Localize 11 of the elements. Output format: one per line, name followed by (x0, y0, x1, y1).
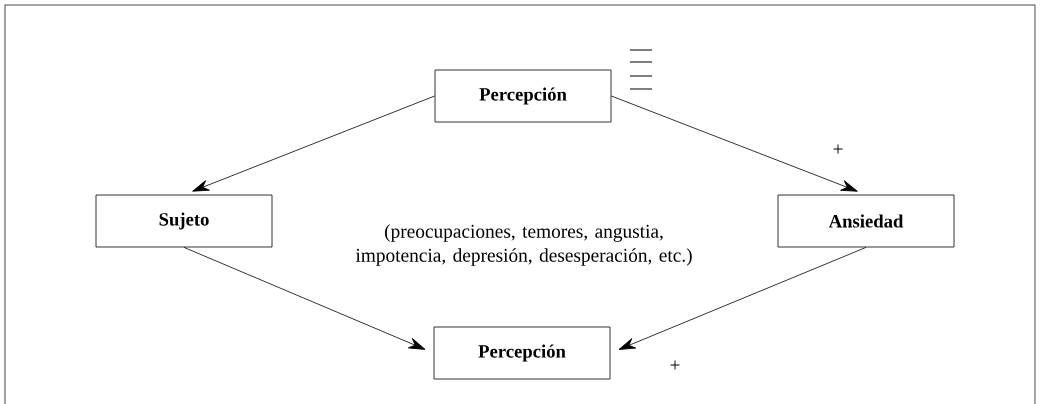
process-box: Sujeto (95, 194, 273, 248)
arrow (618, 247, 867, 350)
arrow (183, 247, 426, 350)
plus-sign: + (833, 144, 843, 154)
process-box: Percepción (434, 69, 612, 123)
process-box: Ansiedad (777, 194, 955, 248)
plus-sign: + (670, 360, 680, 370)
process-box: Percepción (433, 326, 611, 380)
arrow (192, 95, 435, 192)
arrow (611, 95, 858, 192)
note-text: (preocupaciones, temores, angustia, impotencia, depresión, desesperación, etc.) (355, 224, 692, 266)
